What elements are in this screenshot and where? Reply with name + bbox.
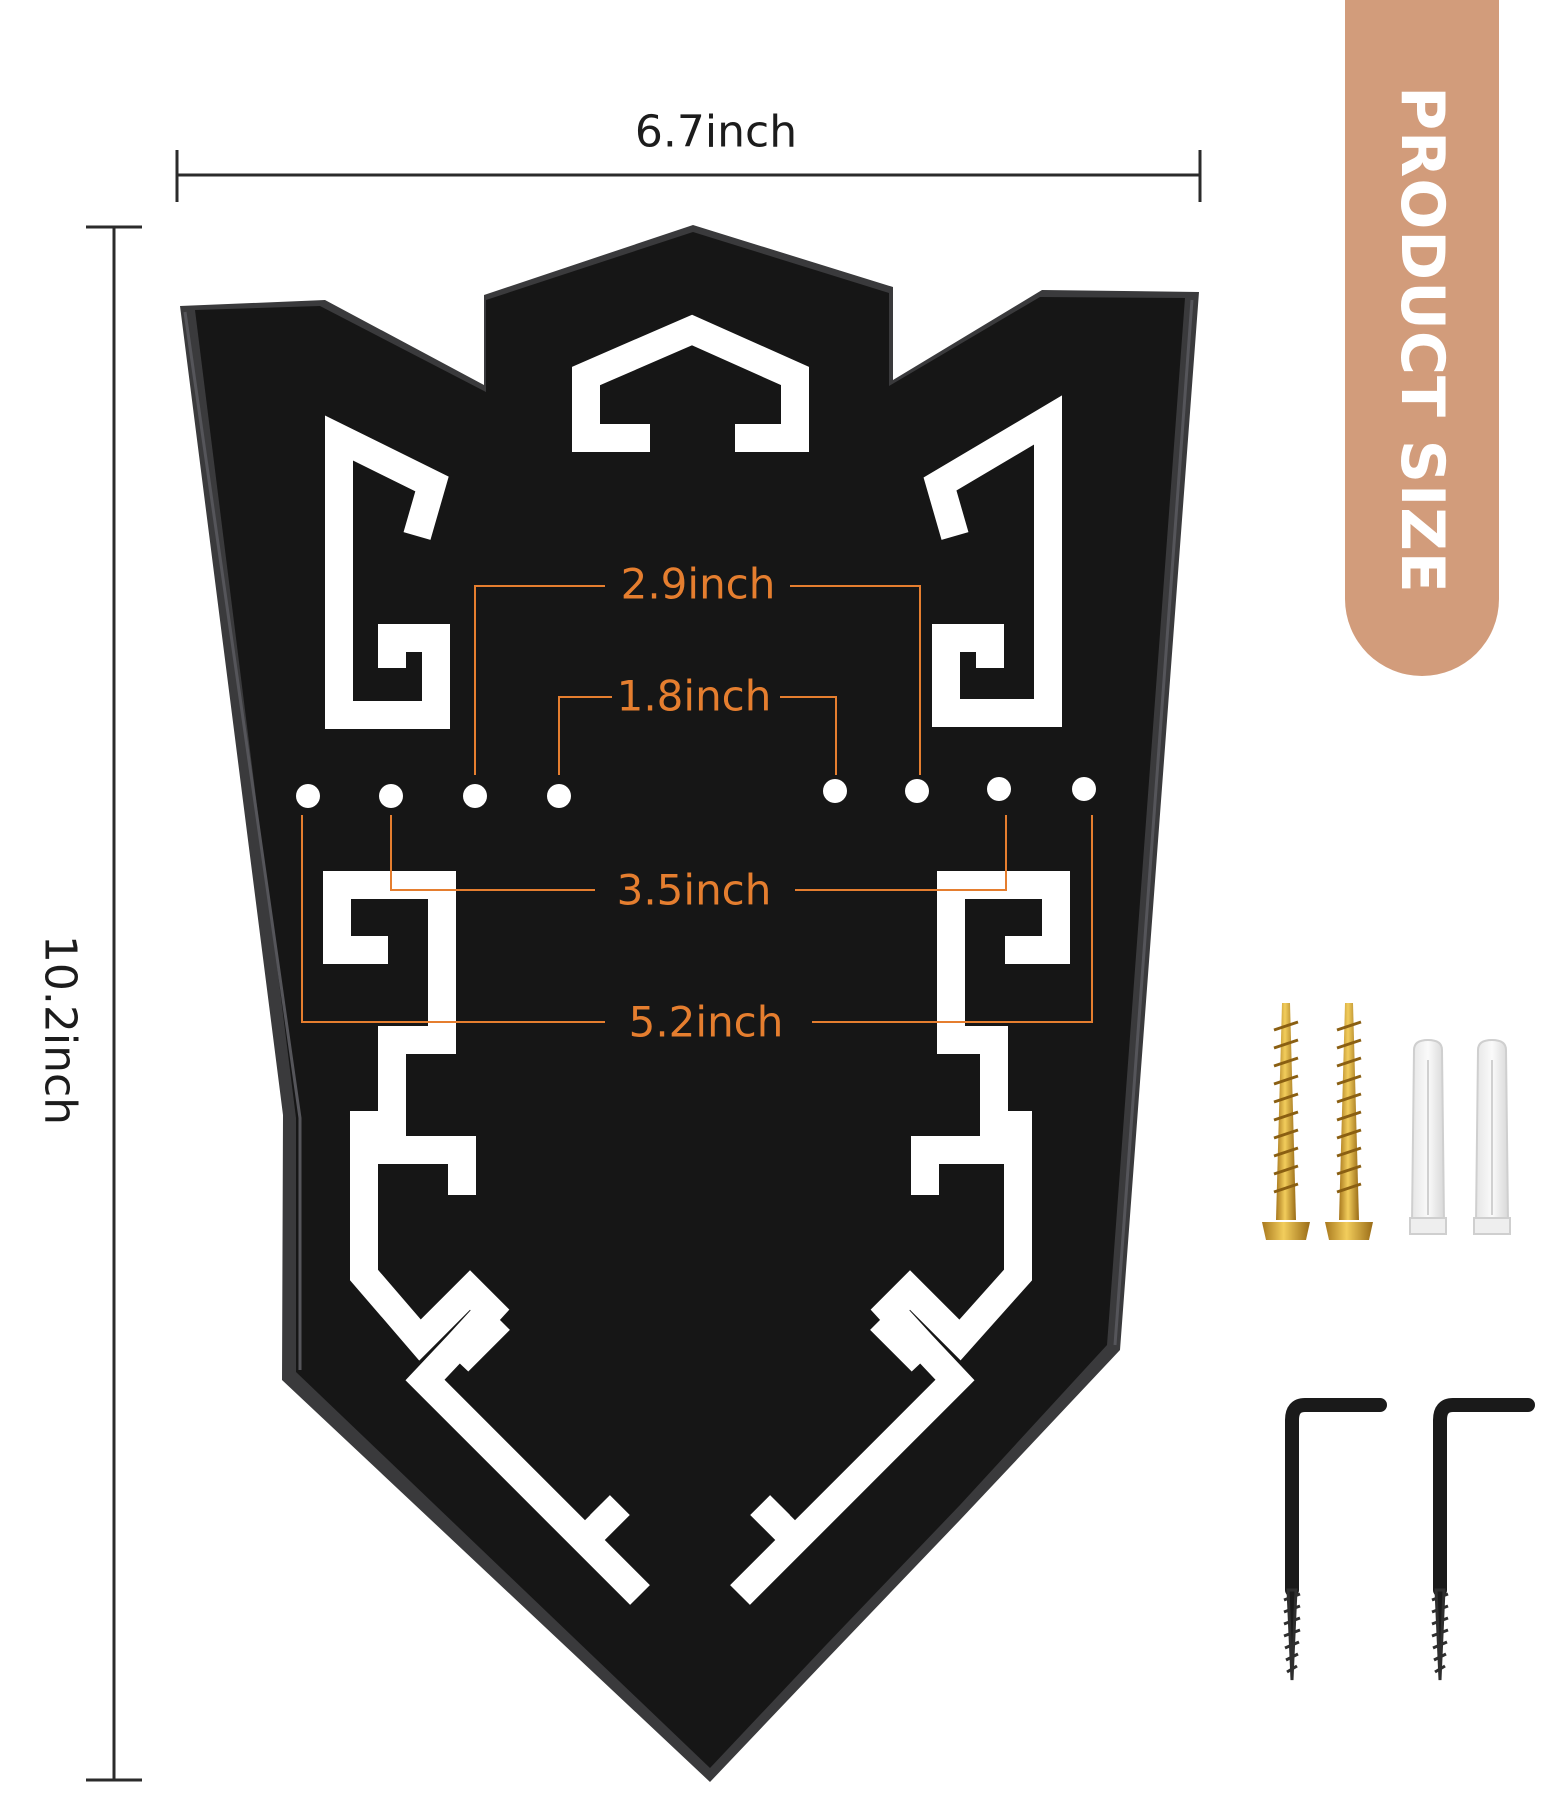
spacing-label-inner-upper: 1.8inch <box>616 671 772 721</box>
mounting-hole <box>463 784 487 808</box>
mounting-hole <box>905 779 929 803</box>
bracket-bevel-line <box>183 299 1194 1370</box>
height-dimension-line <box>86 225 142 1782</box>
spacing-label-inner-lower: 3.5inch <box>616 865 772 915</box>
spacing-label-outer-lower: 5.2inch <box>628 997 784 1047</box>
wall-anchor-icon <box>1409 1038 1447 1235</box>
banner-title: PRODUCT SIZE <box>1387 86 1457 594</box>
spacing-label-outer-upper: 2.9inch <box>620 559 776 609</box>
mounting-holes <box>296 777 1096 808</box>
screw-icon <box>1325 1003 1373 1240</box>
spacing-guide-lines <box>301 585 1093 1023</box>
width-dimension-line <box>175 150 1202 202</box>
l-hook-icon <box>1285 1398 1387 1597</box>
mounting-hole <box>987 777 1011 801</box>
bracket-cutout-pattern <box>323 314 1070 1605</box>
mounting-hole <box>379 784 403 808</box>
l-hook-thread <box>1431 1588 1449 1681</box>
mounting-hole <box>823 779 847 803</box>
product-size-banner: PRODUCT SIZE <box>1345 0 1499 676</box>
mounting-hole <box>296 784 320 808</box>
screw-icon <box>1262 1003 1310 1240</box>
width-label: 6.7inch <box>634 106 798 158</box>
height-label: 10.2inch <box>34 934 86 1126</box>
wall-anchor-icon <box>1473 1038 1511 1235</box>
l-hook-icon <box>1433 1398 1535 1597</box>
l-hook-thread <box>1283 1588 1301 1681</box>
mounting-hole <box>547 784 571 808</box>
mounting-hole <box>1072 777 1096 801</box>
